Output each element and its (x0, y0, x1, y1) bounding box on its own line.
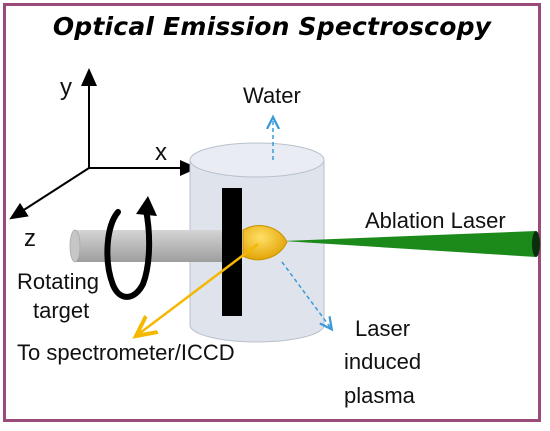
x-axis-label: x (155, 139, 167, 166)
rotating-target-label-line1: Rotating (17, 269, 99, 294)
emission-arrow (140, 243, 259, 333)
plasma-plume (242, 225, 288, 261)
diagram-title: Optical Emission Spectroscopy (52, 12, 492, 41)
plasma-label-line3: plasma (344, 383, 416, 408)
plasma-label-line1: Laser (355, 316, 410, 341)
ablation-laser-beam (283, 231, 540, 257)
rotating-target-label-line2: target (33, 298, 89, 323)
z-axis-arrow (9, 167, 90, 220)
rotation-arrow-icon (104, 196, 157, 300)
coordinate-axes (9, 68, 198, 220)
ablation-laser-label: Ablation Laser (365, 208, 506, 233)
z-axis-label: z (24, 225, 36, 252)
target-plate (222, 188, 242, 316)
water-label: Water (243, 83, 301, 108)
spectrometer-label: To spectrometer/ICCD (17, 340, 235, 365)
plasma-label-line2: induced (344, 349, 421, 374)
y-axis-label: y (60, 74, 72, 101)
